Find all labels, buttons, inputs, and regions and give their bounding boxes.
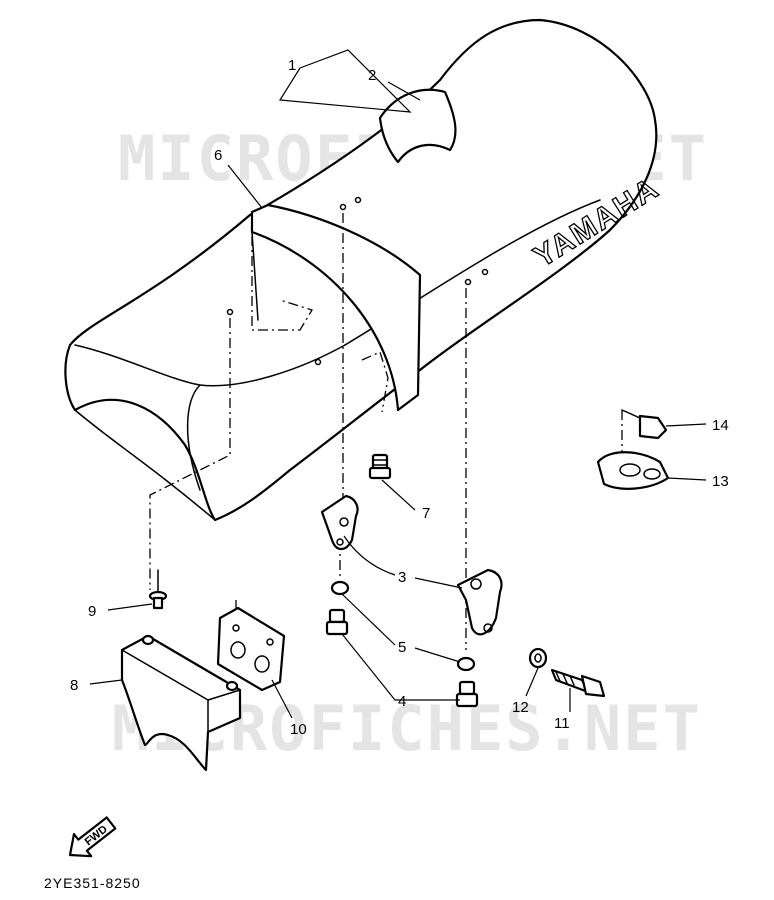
leader-9 [107, 603, 153, 611]
assembly-line-left [149, 318, 231, 590]
diagram-code: 2YE351-8250 [44, 875, 141, 891]
leader-1 [278, 49, 412, 113]
leader-6 [227, 164, 263, 209]
nut-4-right [455, 680, 479, 708]
cover-8-knob [141, 634, 155, 646]
bracket-3-left-hole [339, 517, 349, 527]
part-label-1: 1 [288, 57, 296, 74]
seat-rear-edge [74, 409, 216, 521]
part-label-13: 13 [712, 473, 729, 490]
plate-10-hole [266, 638, 274, 646]
seat-strap [250, 203, 422, 412]
seat-strap-front [251, 211, 259, 321]
rivet-9 [148, 569, 168, 610]
part-label-12: 12 [512, 699, 529, 716]
part-label-6: 6 [214, 147, 222, 164]
bracket-3-right-hole [470, 578, 482, 590]
seat-assembly: YAMAHA [64, 18, 666, 522]
clip-13 [596, 451, 670, 490]
hidden-bracket-center [361, 351, 389, 413]
plate-10 [216, 606, 286, 692]
hidden-bracket-left [251, 236, 313, 331]
screw-14 [621, 409, 668, 440]
cover-8-knob [225, 680, 239, 692]
plate-10-hole [232, 624, 240, 632]
leader-4 [341, 633, 460, 701]
seat-hole [481, 268, 489, 276]
leader-3 [343, 535, 463, 589]
seat-hole [354, 196, 362, 204]
bracket-3-right-hole [483, 623, 493, 633]
leader-10 [271, 679, 293, 719]
washer-5-left [330, 580, 350, 596]
part-label-9: 9 [88, 603, 96, 620]
part-label-5: 5 [398, 639, 406, 656]
washer-12 [528, 647, 548, 669]
bolt-7 [368, 453, 392, 480]
leader-5 [341, 593, 461, 663]
cover-8 [120, 634, 242, 772]
washer-5-right [456, 656, 476, 672]
nut-4-left [325, 608, 349, 636]
seat-hole [339, 203, 347, 211]
seat-lower-line [186, 384, 201, 491]
part-label-8: 8 [70, 677, 78, 694]
bracket-3-left-hole [336, 538, 344, 546]
plate-10-hole [230, 641, 246, 659]
plate-10-hole [254, 655, 270, 673]
part-label-7: 7 [422, 505, 430, 522]
leader-12 [525, 667, 539, 697]
part-label-2: 2 [368, 67, 376, 84]
part-label-4: 4 [398, 693, 406, 710]
seat-hole [464, 278, 472, 286]
part-label-11: 11 [554, 715, 570, 732]
bolt-11 [550, 668, 606, 698]
part-label-10: 10 [290, 721, 307, 738]
tank-pad [378, 88, 457, 164]
washer-12-hole [534, 653, 542, 663]
bracket-3-right [456, 568, 503, 636]
leader-13 [667, 477, 707, 481]
seat-hole [226, 308, 234, 316]
part-label-3: 3 [398, 569, 406, 586]
leader-14 [665, 423, 707, 427]
leader-8 [89, 679, 123, 685]
part-label-14: 14 [712, 417, 729, 434]
leader-7 [381, 479, 416, 511]
leader-2 [387, 81, 421, 101]
seat-hole [314, 358, 322, 366]
forward-arrow: FWD [68, 816, 117, 858]
